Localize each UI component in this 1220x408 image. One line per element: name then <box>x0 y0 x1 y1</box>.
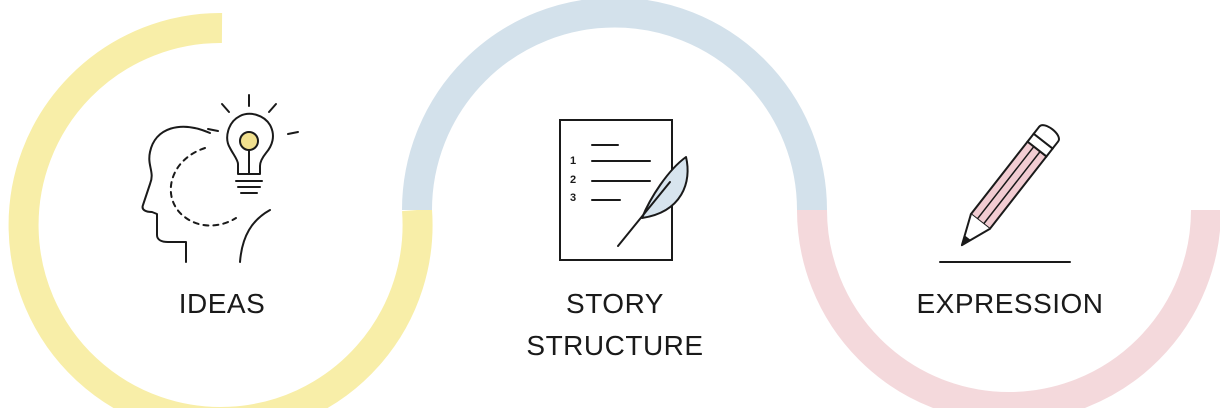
list-number-1: 1 <box>570 155 576 167</box>
structure-arc <box>402 0 827 211</box>
head-lightbulb-icon <box>141 94 299 263</box>
ideas-arc <box>8 12 433 408</box>
list-number-3: 3 <box>570 192 576 204</box>
expression-arc <box>797 209 1220 408</box>
pencil-icon <box>939 124 1071 263</box>
bulb-filament <box>239 131 259 151</box>
expression-label: EXPRESSION <box>916 288 1104 319</box>
story-structure-label-line2: STRUCTURE <box>526 330 704 361</box>
story-structure-label: STORY STRUCTURE <box>515 283 715 367</box>
ideas-label: IDEAS <box>178 288 266 319</box>
list-number-2: 2 <box>570 174 576 186</box>
numbered-document-icon: 1 2 3 <box>559 119 689 261</box>
story-structure-label-line1: STORY <box>566 288 664 319</box>
